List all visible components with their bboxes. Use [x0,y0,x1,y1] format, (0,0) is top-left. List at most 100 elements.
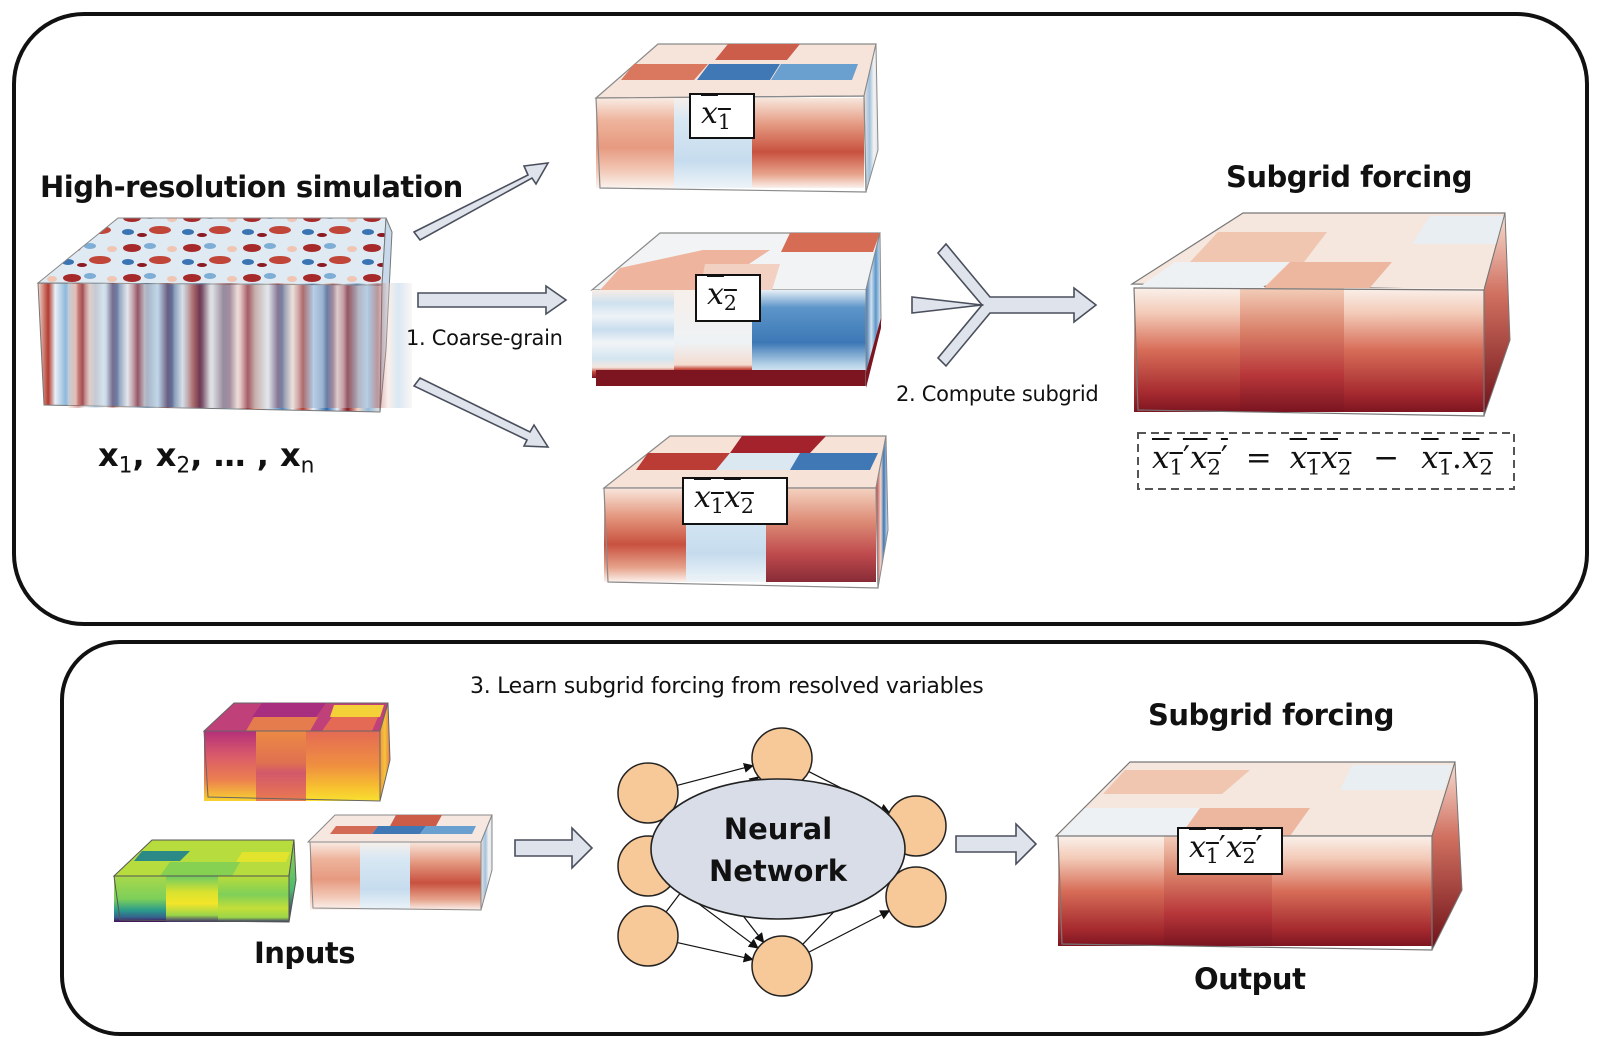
box1-top-tile-red [621,64,708,80]
merge-arrow-shape[interactable] [911,242,1098,368]
eq-lhs-prime1: ′ [1182,440,1190,476]
arrow-up-right[interactable] [412,162,550,242]
plasma-front-col1 [204,731,256,801]
arrow-down-right[interactable] [412,376,550,448]
eq-minus: − [1373,440,1400,476]
rb-top-tile-d [420,826,476,834]
out-tag-s2: 2 [1242,844,1256,869]
eq-rhs2b: x2 [1462,440,1493,479]
out-tag-prime2: ′ [1255,830,1263,865]
input-box-redblue [306,814,493,911]
plasma-front-col2 [256,731,306,801]
arrow-right[interactable] [417,284,568,316]
nn-label: Neural Network [706,808,850,892]
tag-x2-sub: 2 [723,291,737,316]
eq-rhs1: x1x2 [1290,440,1352,480]
eq-r1-x2: x [1320,440,1338,476]
nn-hidden-node-1 [751,935,813,997]
tag-x2-bar: x2 [695,274,761,322]
out-top-tile-d [1340,765,1452,790]
eq-r1-s1: 1 [1307,454,1321,480]
tag-x1x2-symbol-a: x [694,480,711,515]
eq-lhs-s2: 2 [1207,454,1221,480]
rb-front-col3 [410,842,481,910]
viridis-top-tile-a [134,851,190,861]
out-tag-prime1: ′ [1218,830,1226,865]
nn-input-node-0 [617,762,679,824]
hires-stripe-overlay [68,283,412,408]
tag-x1x2-sub-b: 2 [740,494,754,519]
step3-label: 3. Learn subgrid forcing from resolved v… [470,674,984,699]
subgrid-top-tile-c [1262,262,1392,290]
neural-network [617,727,947,997]
eq-lhs-x1: x [1152,440,1170,476]
subgrid-front-col2 [1240,288,1344,412]
plasma-top-tile-d [246,717,318,731]
subgrid-outline [1133,287,1485,417]
var-x1-sub: 1 [118,453,133,479]
eq-dot: . [1452,440,1462,476]
subgrid-top-tile-b [1135,262,1290,290]
compute-subgrid-merge-arrow[interactable] [911,242,1098,368]
eq-lhs-prime2: ′ [1220,440,1228,476]
output-label: Output [1194,962,1306,996]
hires-title: High-resolution simulation [40,170,463,204]
tag-x1-bar: x1 [689,93,755,139]
var-sep3: , [256,436,269,474]
subgrid-front-col3 [1344,288,1484,412]
box3-top-tile-red [636,453,730,470]
step2-label: 2. Compute subgrid [896,382,1099,406]
var-xn: x [280,436,301,474]
eq-lhs: x1′x2′ [1152,440,1228,480]
arrow-inputs-to-nn[interactable] [514,826,594,870]
input-box-viridis [112,839,297,923]
box2-front-col1 [592,290,674,378]
tag-x1x2-symbol-b: x [723,480,741,515]
subgrid-front-col1 [1134,288,1240,412]
plasma-top-tile-b [322,717,378,731]
var-x1: x [98,436,119,474]
viridis-front-col2 [166,876,218,922]
subgrid-title-top: Subgrid forcing [1226,160,1473,194]
subgrid-title-output: Subgrid forcing [1148,698,1395,732]
arrow-nn-to-output[interactable] [955,822,1038,866]
rb-top-tile-c [372,826,426,834]
nn-input-node-2 [617,905,679,967]
eq-r2-x1: x [1421,440,1439,476]
rb-front-col1 [310,842,360,910]
out-tag-x2: x [1225,830,1243,865]
box1-front-col3 [752,98,864,188]
subgrid-equation: x1′x2′ = x1x2 − x1.x2 [1152,440,1493,479]
box2-front-col3 [752,290,866,378]
out-outline [1057,835,1433,951]
plasma-front-col3 [306,731,380,801]
eq-r1-s2: 2 [1338,454,1352,480]
coarse-grain-arrows [412,162,568,448]
subgrid-forcing-box-top [1130,212,1511,417]
box2-top-tile-a [600,250,770,290]
out-top-tile-a [1103,770,1250,794]
subgrid-top-tile-a [1190,232,1327,262]
box3-top-tile-lightblue [716,453,800,470]
rb-top-tile-a [330,826,378,834]
plasma-top-tile-a [252,703,326,717]
box1-top-tile-darkred [715,44,800,60]
eq-r2-s1: 1 [1438,454,1453,480]
var-x2: x [155,436,177,474]
hires-top-face [36,217,387,286]
var-sep1: , [132,436,145,474]
box3-top-tile-blue [790,453,878,470]
viridis-front-col1 [114,876,166,922]
hires-simulation-box [36,217,412,413]
box1-top-tile-lightblue [771,64,858,80]
tag-x1x2-bar: x1x2 [682,477,788,525]
box3-front-col1 [604,488,686,582]
box2-bottom-band [596,370,866,386]
nn-output-node-1 [885,866,947,928]
subgrid-top-tile-d [1412,216,1505,244]
rb-front-col2 [360,842,410,910]
tag-x1-symbol: x [701,96,718,131]
eq-lhs-x2: x [1189,440,1208,476]
step1-label: 1. Coarse-grain [406,326,563,350]
